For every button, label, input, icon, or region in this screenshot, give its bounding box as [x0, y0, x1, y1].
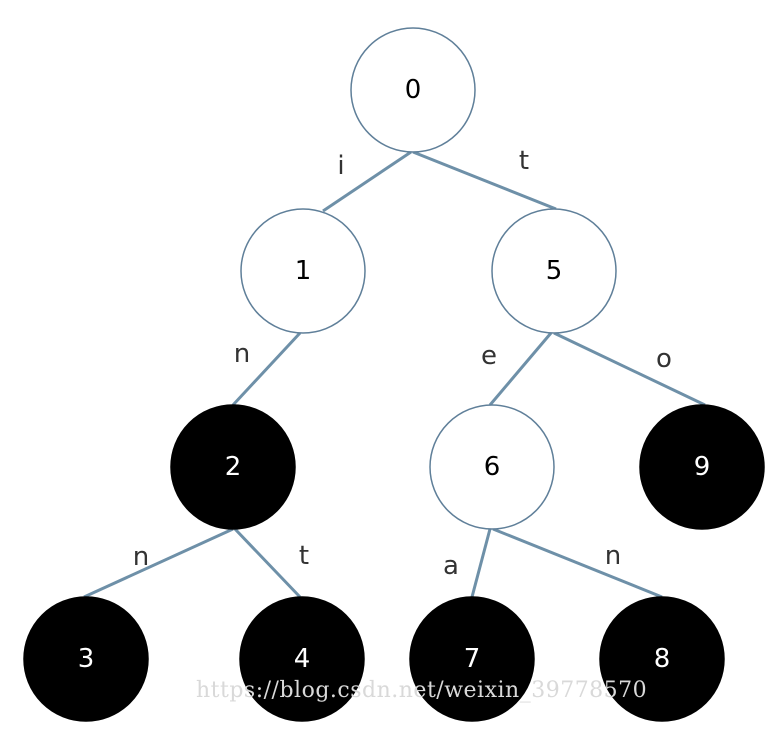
edge-0-1	[322, 150, 412, 213]
edge-label-6-7: a	[443, 551, 459, 581]
trie-node-4: 4	[239, 596, 365, 722]
trie-node-1: 1	[240, 208, 366, 334]
edge-labels-layer: i t n n t e o a n	[133, 146, 672, 581]
node-label-4: 4	[294, 644, 311, 674]
node-label-2: 2	[225, 452, 242, 482]
node-circle-8	[599, 596, 725, 722]
trie-node-2: 2	[170, 404, 296, 530]
node-circle-7	[409, 596, 535, 722]
edge-label-0-5: t	[519, 146, 529, 176]
edge-2-4	[233, 527, 302, 599]
edge-label-0-1: i	[337, 151, 344, 181]
edge-label-6-8: n	[605, 541, 621, 571]
node-circle-1	[240, 208, 366, 334]
edge-label-2-3: n	[133, 542, 149, 572]
edge-0-5	[412, 150, 557, 211]
edge-6-8	[492, 527, 663, 599]
node-circle-6	[429, 404, 555, 530]
trie-node-5: 5	[491, 208, 617, 334]
node-circle-2	[170, 404, 296, 530]
trie-node-7: 7	[409, 596, 535, 722]
node-circle-4	[239, 596, 365, 722]
watermark-text: https://blog.csdn.net/weixin_39778570	[196, 678, 647, 703]
node-label-3: 3	[78, 644, 95, 674]
node-label-8: 8	[654, 644, 671, 674]
node-circle-9	[639, 404, 765, 530]
edge-label-2-4: t	[299, 541, 309, 571]
node-label-6: 6	[484, 452, 501, 482]
node-label-9: 9	[694, 452, 711, 482]
edge-label-1-2: n	[234, 339, 250, 369]
trie-node-8: 8	[599, 596, 725, 722]
edge-6-7	[470, 528, 492, 598]
node-label-5: 5	[546, 256, 563, 286]
nodes-layer: 0 1 2 3 4 5 6 7 8 9	[23, 27, 765, 722]
node-circle-5	[491, 208, 617, 334]
edge-5-6	[488, 332, 553, 406]
trie-node-3: 3	[23, 596, 149, 722]
edge-label-5-6: e	[481, 341, 497, 371]
trie-node-6: 6	[429, 404, 555, 530]
edge-1-2	[231, 331, 302, 407]
edges-layer	[83, 150, 706, 599]
trie-node-0: 0	[350, 27, 476, 153]
node-label-1: 1	[295, 256, 312, 286]
edge-2-3	[83, 527, 234, 599]
edge-label-5-9: o	[656, 344, 672, 374]
node-circle-0	[350, 27, 476, 153]
node-label-0: 0	[405, 75, 422, 105]
edge-5-9	[553, 331, 706, 407]
node-circle-3	[23, 596, 149, 722]
trie-node-9: 9	[639, 404, 765, 530]
node-label-7: 7	[464, 644, 481, 674]
